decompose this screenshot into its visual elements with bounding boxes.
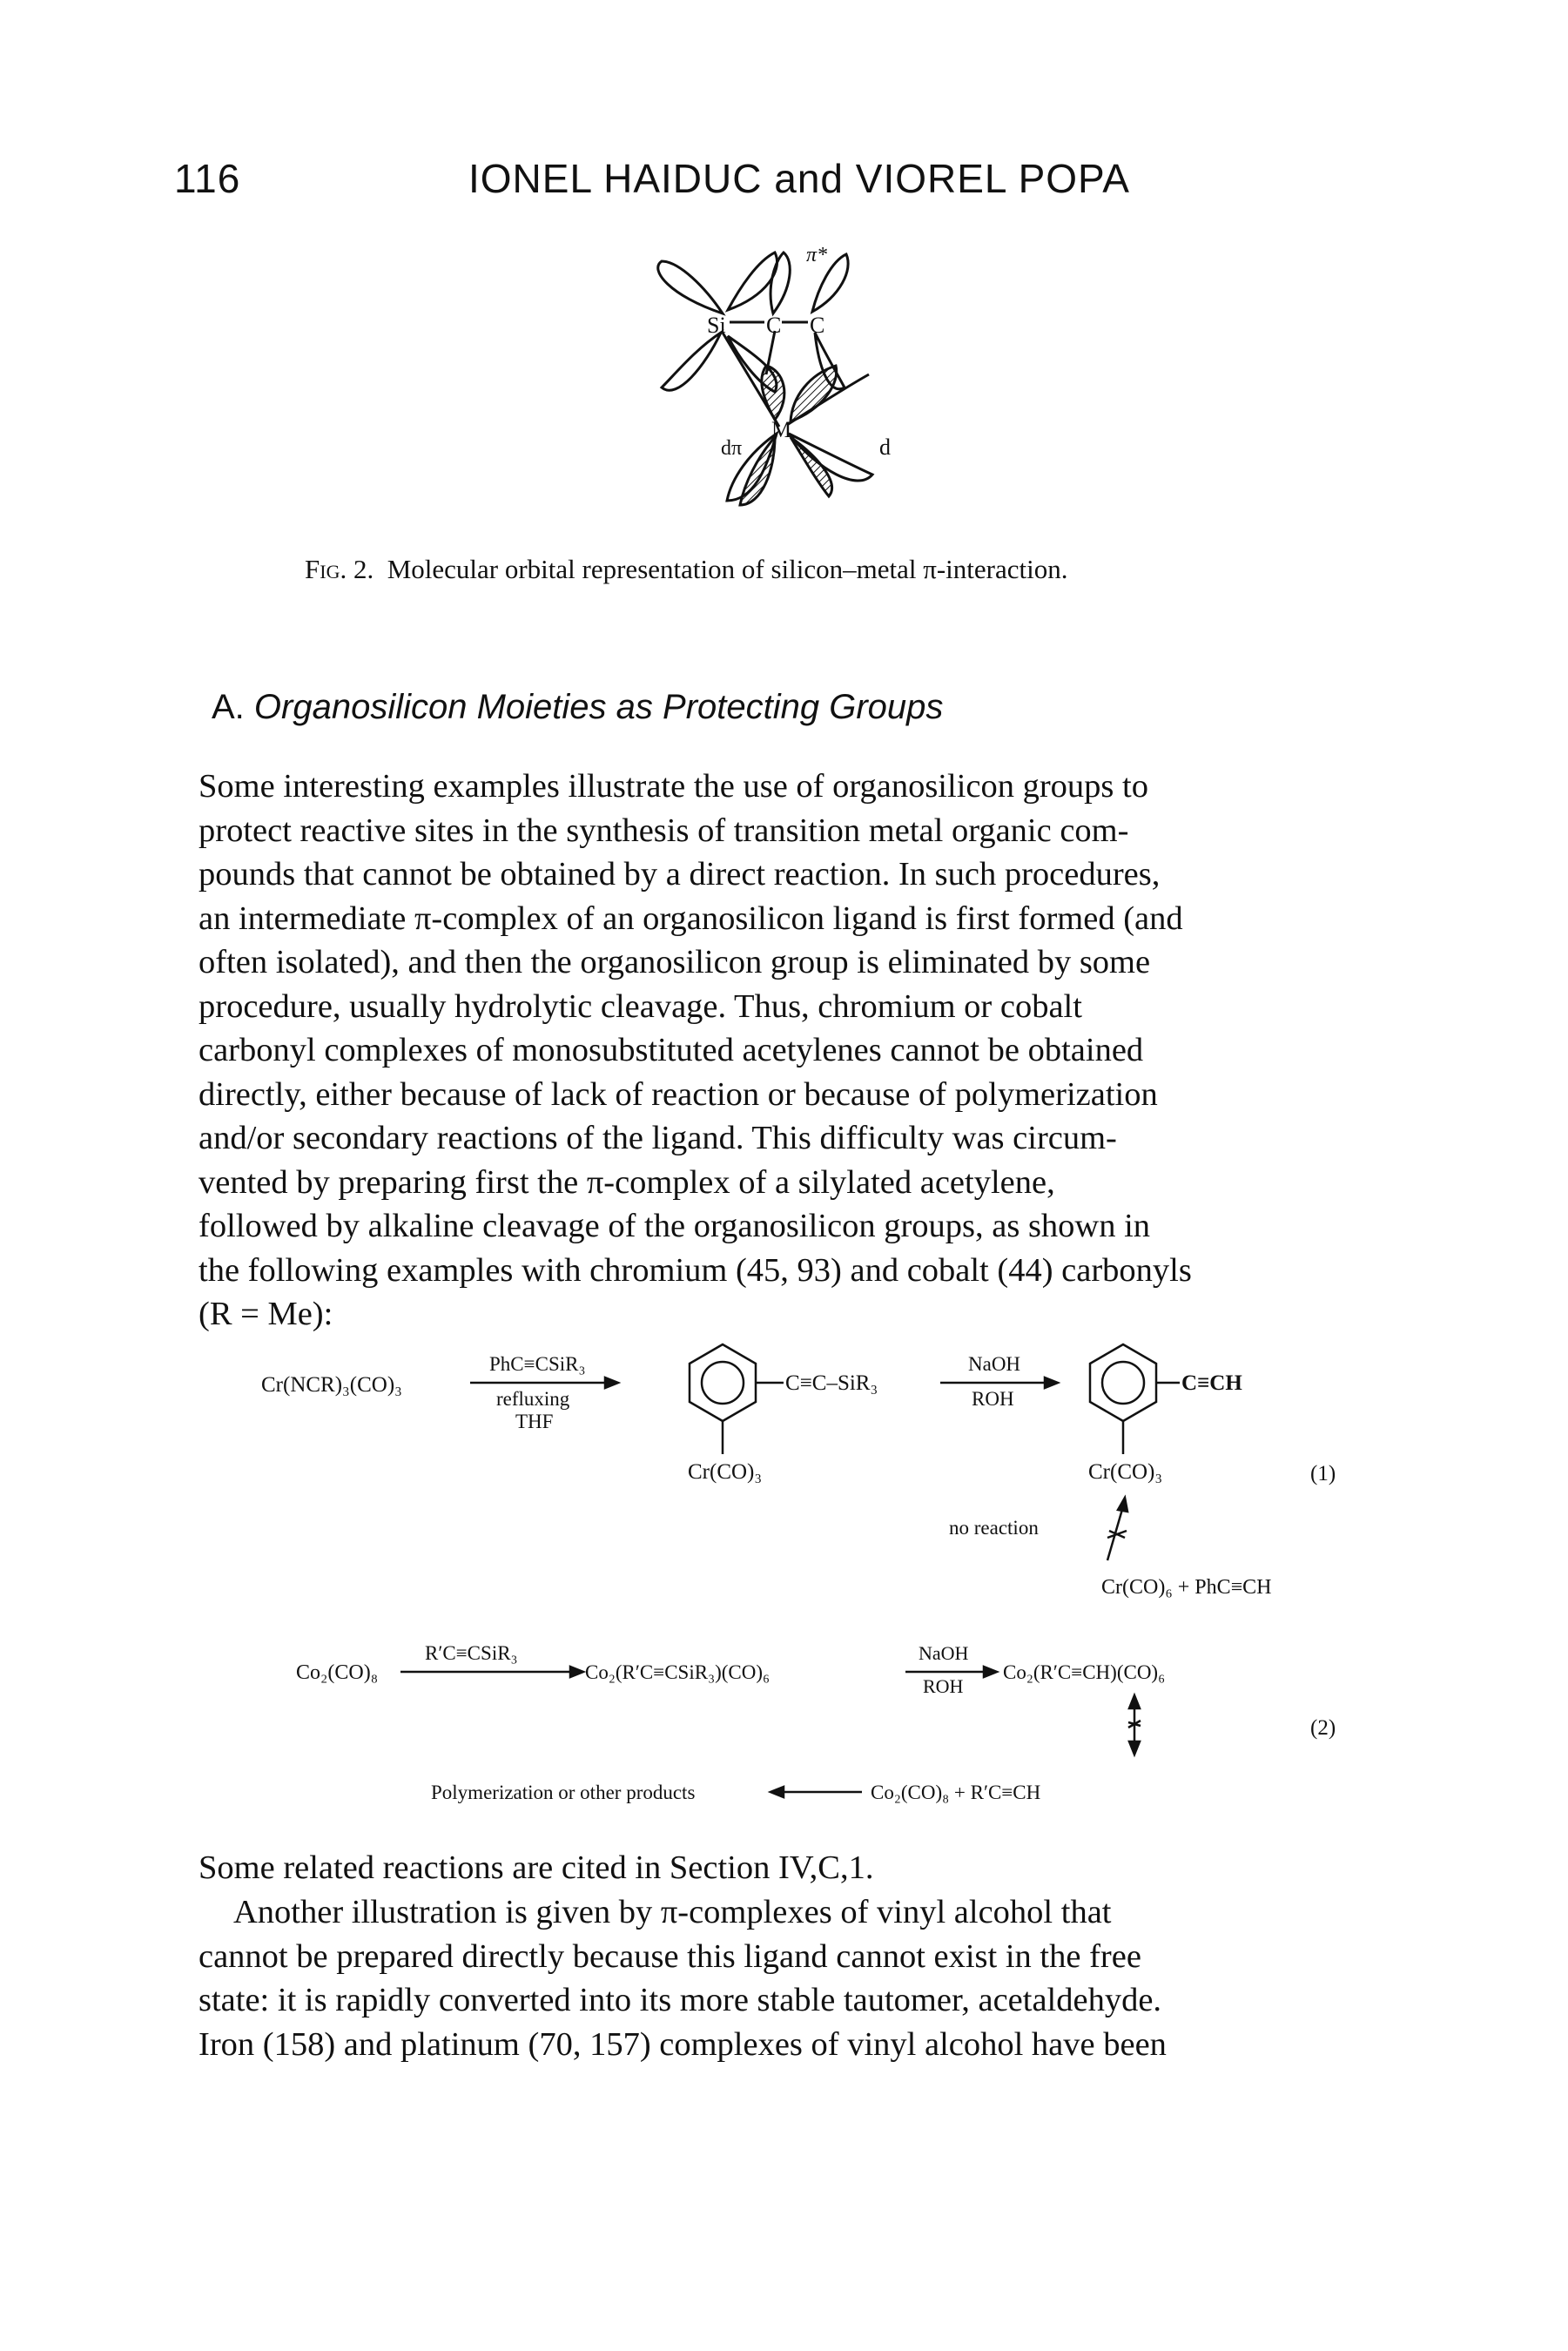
figure-label: Fig. 2. xyxy=(305,554,374,584)
section-heading: A. Organosilicon Moieties as Protecting … xyxy=(212,688,943,727)
page-number: 116 xyxy=(174,156,241,201)
text-line: carbonyl complexes of monosubstituted ac… xyxy=(199,1032,1144,1068)
eq1-number: (1) xyxy=(1310,1462,1336,1485)
eq1-cleavage-bottom: ROH xyxy=(972,1388,1014,1410)
text-line: and/or secondary reactions of the ligand… xyxy=(199,1120,1117,1156)
figure-orbital-diagram: Si C C M π* dπ d xyxy=(656,244,891,507)
text-line: directly, either because of lack of reac… xyxy=(199,1075,1158,1113)
text-line: Another illustration is given by π-compl… xyxy=(233,1894,1112,1930)
eq2-reactant: Co₂(CO)₈ xyxy=(296,1661,378,1684)
figure-caption: Fig. 2. Molecular orbital representation… xyxy=(305,554,1068,585)
eq1-reagent: PhC≡CSiR₃ xyxy=(489,1353,586,1375)
paragraph-1: Some interesting examples illustrate the… xyxy=(199,765,1376,1337)
paragraph-2: Some related reactions are cited in Sect… xyxy=(199,1846,1376,1890)
eq1-product-metal: Cr(CO)₃ xyxy=(1088,1460,1162,1484)
eq2-number: (2) xyxy=(1310,1716,1336,1740)
eq1-no-reaction: no reaction xyxy=(949,1517,1039,1539)
label-d: d xyxy=(879,434,891,460)
eq1-intermediate-substituent: C≡C–SiR₃ xyxy=(785,1371,878,1395)
section-letter: A. xyxy=(212,688,245,726)
text-line: pounds that cannot be obtained by a dire… xyxy=(199,856,1161,893)
atom-si: Si xyxy=(707,313,726,338)
eq1-intermediate-metal: Cr(CO)₃ xyxy=(688,1460,762,1484)
text-line: Some interesting examples illustrate the… xyxy=(199,768,1148,805)
text-line: state: it is rapidly converted into its … xyxy=(199,1982,1162,2018)
text-line: followed by alkaline cleavage of the org… xyxy=(199,1208,1151,1244)
eq1-reactant: Cr(NCR)₃(CO)₃ xyxy=(261,1373,402,1397)
atom-c1: C xyxy=(766,313,781,338)
eq2-reagent: R′C≡CSiR₃ xyxy=(425,1642,518,1664)
eq1-condition-1: refluxing xyxy=(496,1388,570,1410)
eq1-direct-reactants: Cr(CO)₆ + PhC≡CH xyxy=(1101,1576,1271,1599)
text-line: vented by preparing first the π-complex … xyxy=(199,1163,1055,1201)
eq2-direct-reactants: Co₂(CO)₈ + R′C≡CH xyxy=(871,1782,1040,1803)
eq2-intermediate: Co₂(R′C≡CSiR₃)(CO)₆ xyxy=(585,1661,770,1683)
text-line: an intermediate π-complex of an organosi… xyxy=(199,899,1183,937)
text-line: (R = Me): xyxy=(199,1296,333,1332)
eq2-cleavage-bottom: ROH xyxy=(923,1675,964,1697)
eq2-product: Co₂(R′C≡CH)(CO)₆ xyxy=(1003,1661,1165,1683)
text-line: cannot be prepared directly because this… xyxy=(199,1937,1141,1975)
eq1-condition-2: THF xyxy=(515,1411,553,1432)
label-d-pi: dπ xyxy=(721,437,742,460)
section-title: Organosilicon Moieties as Protecting Gro… xyxy=(253,688,944,726)
atom-m: M xyxy=(771,417,791,442)
text-line: Some related reactions are cited in Sect… xyxy=(199,1849,874,1886)
text-line: Iron (158) and platinum (70, 157) comple… xyxy=(199,2025,1167,2063)
figure-caption-text: Molecular orbital representation of sili… xyxy=(387,554,1068,584)
text-line: the following examples with chromium (45… xyxy=(199,1251,1192,1289)
eq2-side-products: Polymerization or other products xyxy=(431,1782,695,1803)
text-line: procedure, usually hydrolytic cleavage. … xyxy=(199,987,1082,1025)
text-line: often isolated), and then the organosili… xyxy=(199,944,1151,980)
reaction-scheme: Cr(NCR)₃(CO)₃ PhC≡CSiR₃ refluxing THF C≡… xyxy=(261,1343,1336,1803)
eq1-cleavage-top: NaOH xyxy=(968,1353,1020,1375)
running-head-authors: IONEL HAIDUC and VIOREL POPA xyxy=(468,156,1130,201)
label-pi-star: π* xyxy=(806,244,827,266)
eq2-cleavage-top: NaOH xyxy=(919,1642,969,1664)
atom-c2: C xyxy=(810,313,824,338)
eq1-product-substituent: C≡CH xyxy=(1181,1371,1242,1395)
paragraph-3: Another illustration is given by π-compl… xyxy=(199,1890,1376,2066)
text-line: protect reactive sites in the synthesis … xyxy=(199,812,1129,849)
